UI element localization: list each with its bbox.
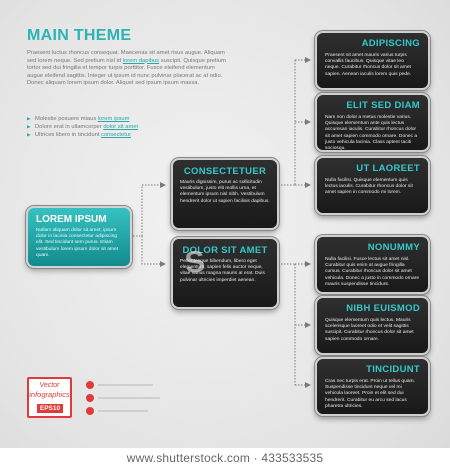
- red-dot-icon: [86, 381, 94, 389]
- placeholder-line: [98, 384, 153, 386]
- placeholder-line: [98, 410, 148, 412]
- bullet-text: Molestie posuere miaus: [35, 116, 98, 122]
- box-title: ADIPISCING: [361, 38, 420, 49]
- stock-banner: www.shutterstock.com · 433533535: [0, 448, 450, 470]
- intro-paragraph: Praesent luctus rhoncus consequat. Maece…: [27, 50, 227, 88]
- intro-link[interactable]: lorem dapibus: [122, 57, 160, 64]
- connector-lead-bottom: [141, 236, 160, 265]
- placeholder-line: [98, 397, 160, 399]
- bullet-item: Ultrices libero in tincidunt consectetur: [27, 131, 227, 139]
- logo-line-1: Vector: [39, 382, 60, 389]
- box-body: Nam non dolor a metus molestie varius. Q…: [325, 115, 418, 152]
- box-tincidunt[interactable]: TINCIDUNT Cras nec turpis erat. Proin ut…: [315, 357, 430, 416]
- bullet-item: Molestie posuere miaus lorem ipsum: [27, 115, 227, 123]
- box-nonummy[interactable]: NONUMMY Nulla facilisi. Fusce lectus sit…: [315, 235, 430, 294]
- red-dot-icon: [86, 407, 94, 415]
- connector-lead-top: [130, 184, 160, 237]
- bullet-link[interactable]: consectetur: [101, 132, 132, 138]
- box-title: ELIT SED DIAM: [346, 100, 420, 111]
- box-dolor-sit-amet[interactable]: DOLOR SIT AMET Pellentesque bibendum, li…: [171, 237, 279, 309]
- lead-box-title: LOREM IPSUM: [36, 214, 107, 225]
- box-body: Nulla facilisi. Quisque elementum quis l…: [325, 178, 413, 196]
- box-title: UT LAOREET: [356, 163, 420, 174]
- bullet-link[interactable]: dolor sit amet: [103, 124, 139, 130]
- box-body: Mauris dignissim, purus ac sollicitudin …: [180, 180, 270, 204]
- box-elit-sed-diam[interactable]: ELIT SED DIAM Nam non dolor a metus mole…: [315, 93, 430, 152]
- box-title: NONUMMY: [367, 242, 420, 253]
- box-title: TINCIDUNT: [366, 364, 420, 375]
- box-title: DOLOR SIT AMET: [182, 245, 268, 256]
- bullet-text: Dolore erat in ullamcorper: [35, 124, 104, 130]
- box-body: Cras nec turpis erat. Proin ut tellus qu…: [325, 379, 415, 409]
- bullet-item: Dolore erat in ullamcorper dolor sit ame…: [27, 123, 227, 131]
- box-title: NIBH EUISMOD: [346, 303, 420, 314]
- box-body: Praesent sit amet mauris varius turpis c…: [325, 53, 412, 77]
- intro-text-2: suscipit. Quisque pretium tortor sed dui…: [27, 57, 226, 87]
- box-body: Quisque elementum quis lectus. Mauris sc…: [325, 318, 414, 342]
- main-title: MAIN THEME: [27, 27, 132, 44]
- lead-box-body: Nullam aliquam dolor sit amet, ipsum dol…: [36, 228, 119, 258]
- box-nibh-euismod[interactable]: NIBH EUISMOD Quisque elementum quis lect…: [315, 296, 430, 355]
- intro-text-1: Praesent luctus rhoncus consequat. Maece…: [27, 50, 225, 64]
- red-dot-icon: [86, 394, 94, 402]
- box-title: CONSECTETUER: [183, 166, 267, 177]
- box-ut-laoreet[interactable]: UT LAOREET Nulla facilisi. Quisque eleme…: [315, 156, 430, 215]
- box-body: Nulla facilisi. Fusce lectus sit amet ni…: [325, 257, 420, 287]
- watermark-glyph: S: [183, 245, 207, 280]
- box-adipiscing[interactable]: ADIPISCING Praesent sit amet mauris vari…: [315, 31, 430, 90]
- stock-url: www.shutterstock.com · 433533535: [126, 451, 324, 465]
- bullet-text: Ultrices libero in tincidunt: [35, 132, 102, 138]
- logo-line-2: infographics: [29, 390, 70, 399]
- box-consectetuer[interactable]: CONSECTETUER Mauris dignissim, purus ac …: [171, 158, 279, 230]
- intro-bullet-list: Molestie posuere miaus lorem ipsum Dolor…: [27, 115, 227, 139]
- bullet-link[interactable]: lorem ipsum: [97, 116, 130, 122]
- vector-infographics-logo: Vector infographics EPS10: [27, 377, 72, 418]
- box-body: Pellentesque bibendum, libero eget eleme…: [180, 259, 265, 283]
- lead-box[interactable]: LOREM IPSUM Nullam aliquam dolor sit ame…: [26, 206, 132, 268]
- eps-badge: EPS10: [37, 404, 63, 413]
